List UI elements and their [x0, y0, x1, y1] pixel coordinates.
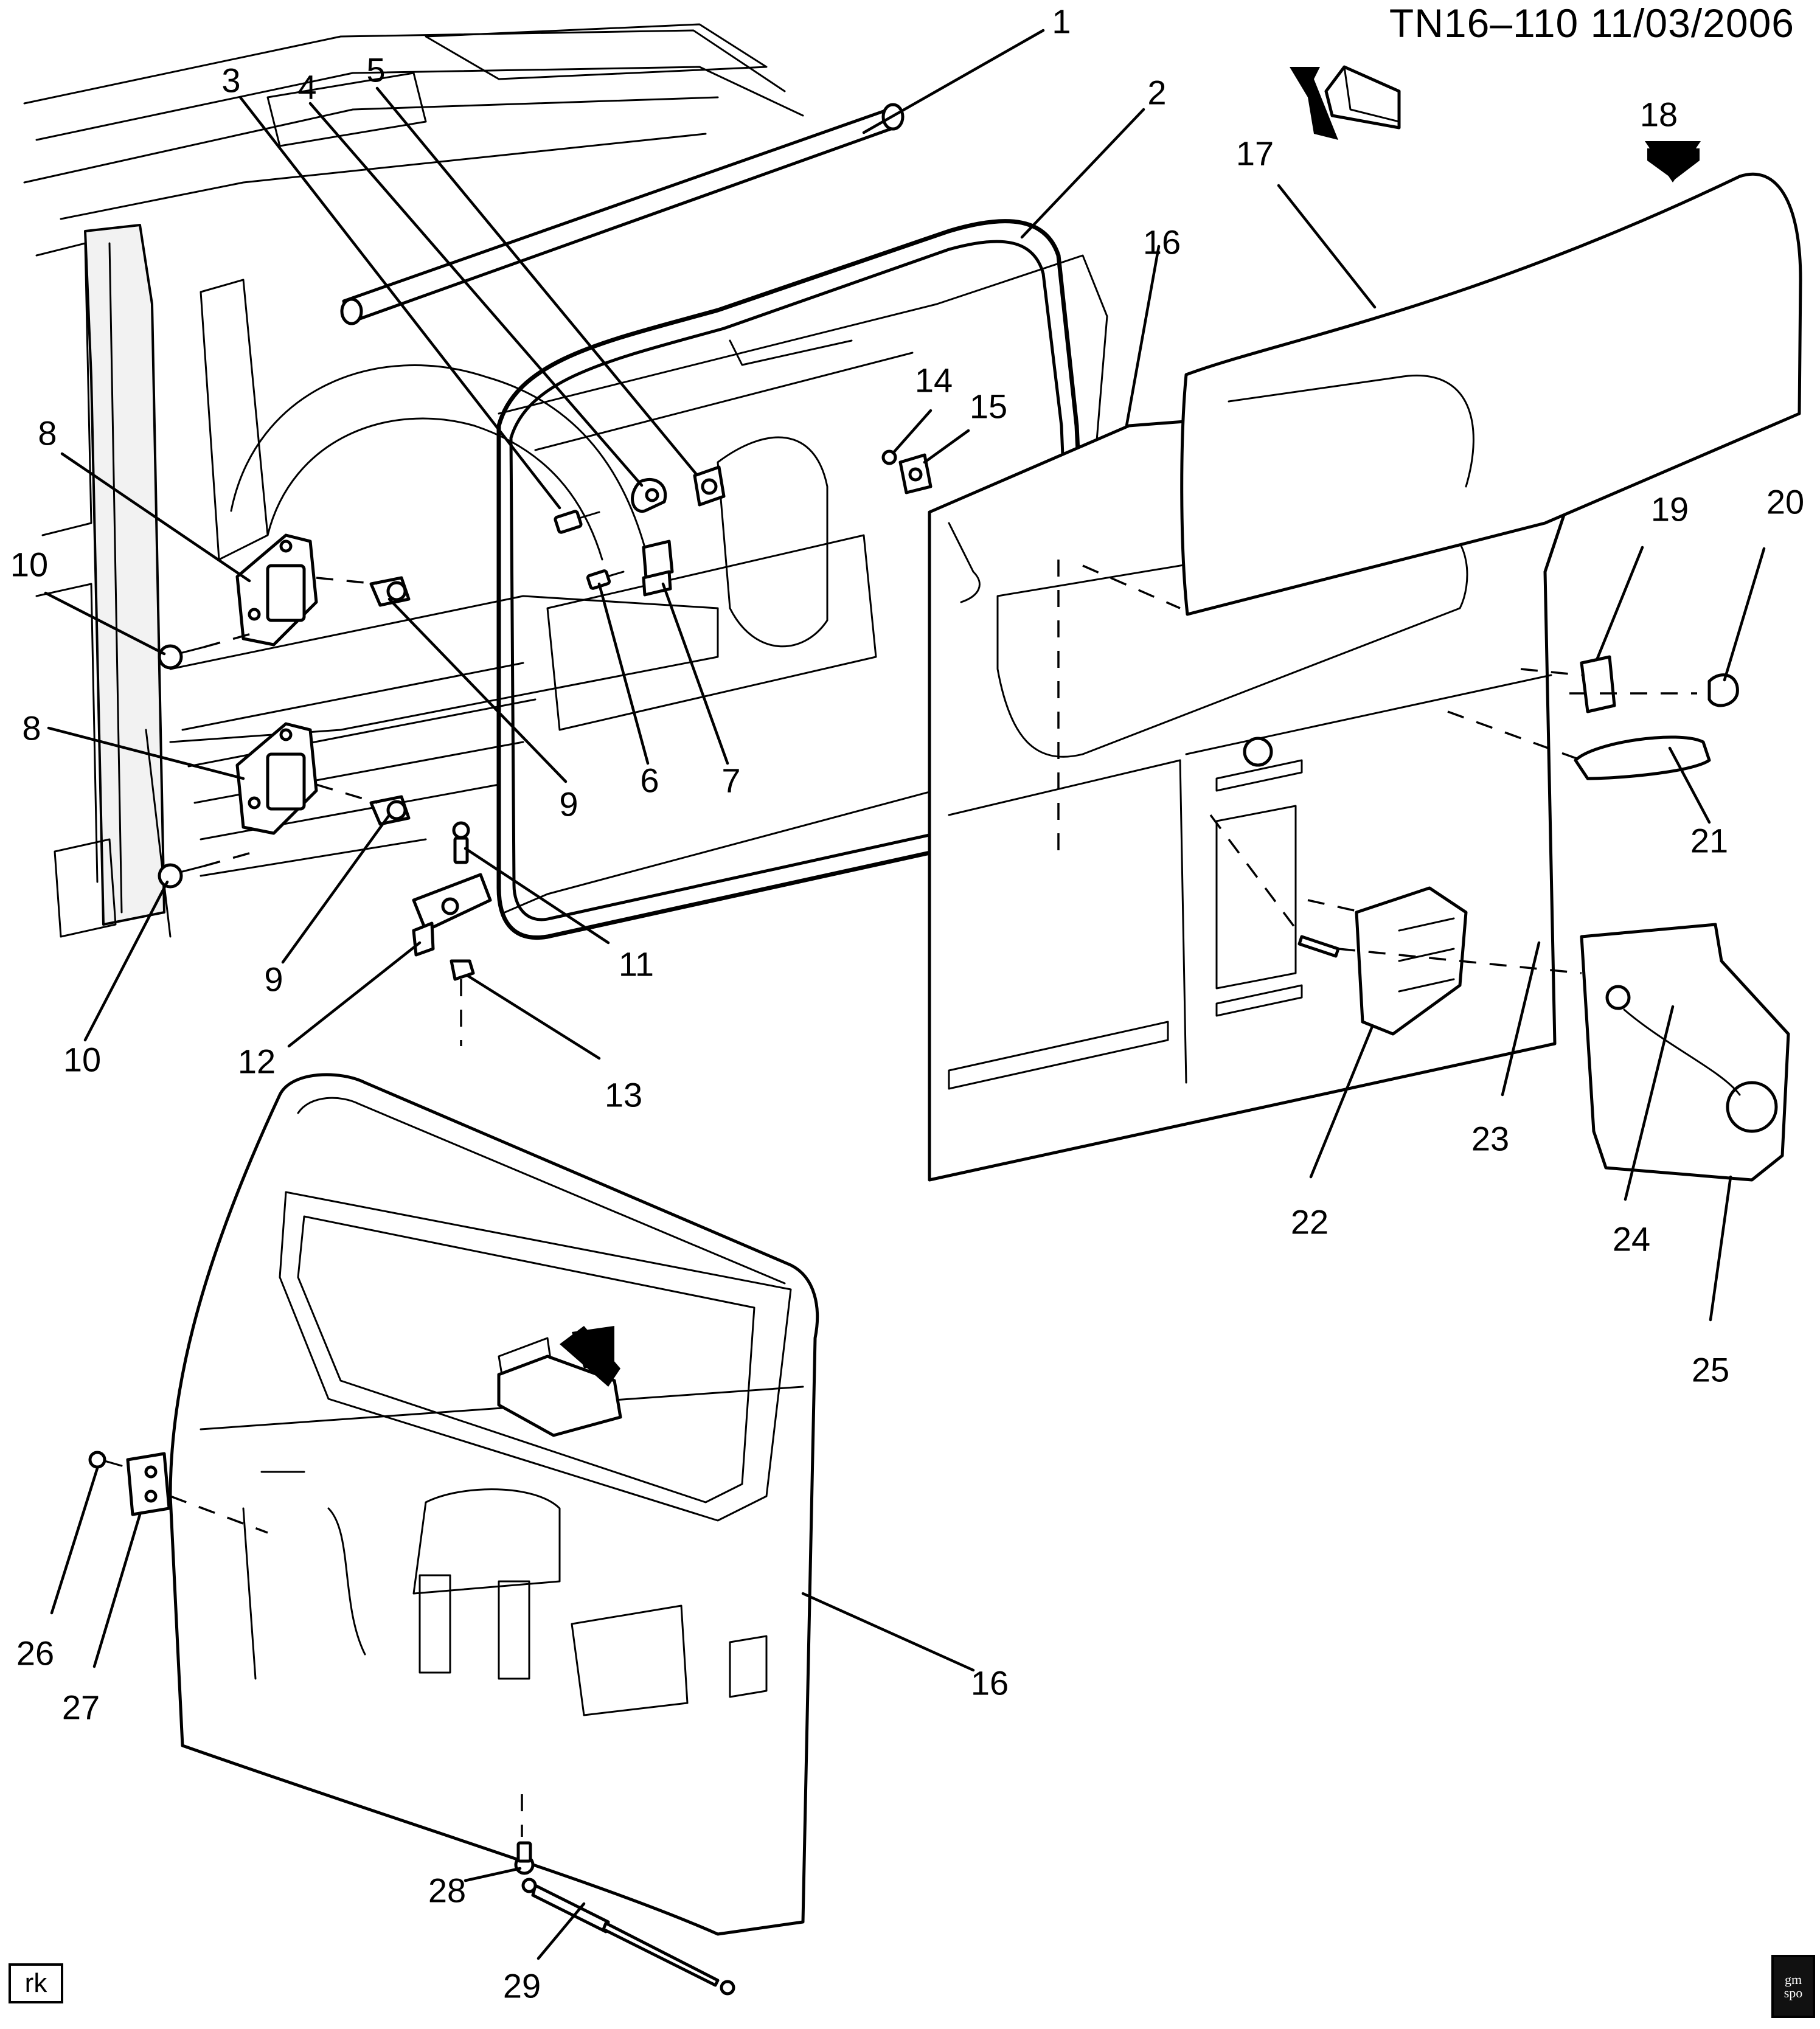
callout-22: 22	[1291, 1203, 1329, 1241]
callout-16-upper: 16	[1143, 223, 1181, 262]
callout-28: 28	[428, 1871, 466, 1910]
part-8-upper-hinge	[235, 533, 318, 647]
callout-8-lower: 8	[22, 709, 41, 747]
part-9-upper-bolt	[316, 576, 411, 607]
part-9-lower-bolt	[316, 783, 411, 826]
part-13-nut	[450, 959, 475, 1046]
part-15-clip	[898, 453, 933, 494]
part-23-stud	[1209, 814, 1340, 958]
part-21-outside-handle	[1447, 692, 1711, 780]
callout-19: 19	[1651, 490, 1689, 529]
callout-15: 15	[970, 387, 1007, 426]
leader-lines	[44, 29, 1766, 1960]
callout-9-lower: 9	[264, 960, 283, 999]
callout-23: 23	[1471, 1120, 1509, 1158]
callout-7: 7	[721, 761, 740, 800]
vehicle-body-interior	[23, 23, 1108, 938]
callout-29: 29	[503, 1967, 541, 2005]
part-16-door-inner	[168, 1073, 819, 1936]
part-17-window-glass	[1180, 172, 1802, 616]
part-8-lower-hinge	[235, 722, 318, 835]
part-25-spare-carrier	[1338, 923, 1790, 1182]
part-6-bolt	[586, 569, 625, 590]
part-3-bolt	[554, 510, 600, 534]
part-20-key-cylinder-cap	[1707, 673, 1739, 707]
part-12-check-bracket	[412, 873, 492, 957]
part-22-vent-grille	[1307, 886, 1468, 1036]
callout-labels: 1 2 3 4 5 6 7 8 8 9 9 10 10 11 12 13 14 …	[10, 2, 1804, 2005]
part-11-pin	[452, 821, 470, 864]
callout-3: 3	[221, 61, 240, 100]
part-27-door-hinge	[126, 1452, 268, 1534]
part-26-bolt	[88, 1451, 123, 1469]
gm-spo-logo: gm spo	[1771, 1955, 1815, 2018]
left-direction-arrow-icon	[1290, 65, 1401, 140]
callout-5: 5	[366, 51, 385, 89]
part-19-handle-gasket	[1520, 655, 1616, 713]
part-28-ball-stud	[514, 1794, 535, 1875]
callout-6: 6	[640, 761, 659, 800]
logo-line-1: gm	[1784, 1972, 1802, 1987]
callout-25: 25	[1692, 1351, 1729, 1389]
part-10-lower-bolt	[158, 850, 256, 889]
artist-initials-label: rk	[9, 1963, 63, 2003]
callout-17: 17	[1236, 134, 1274, 173]
callout-4: 4	[297, 68, 316, 106]
callout-8-upper: 8	[38, 414, 57, 453]
callout-14: 14	[915, 361, 953, 400]
logo-line-2: spo	[1784, 1985, 1803, 2000]
part-5-striker-plate	[693, 465, 726, 507]
part-4-striker	[631, 477, 667, 513]
callout-9-upper: 9	[559, 785, 578, 824]
callout-16-lower: 16	[971, 1664, 1009, 1702]
callout-27: 27	[62, 1688, 100, 1727]
callout-2: 2	[1147, 74, 1166, 112]
part-2-door-weatherstrip	[496, 219, 1097, 940]
drawing-id-label: TN16–110 11/03/2006	[1389, 1, 1794, 46]
callout-10-upper: 10	[10, 546, 48, 584]
callout-13: 13	[605, 1076, 642, 1114]
callout-12: 12	[238, 1042, 276, 1081]
callout-21: 21	[1690, 822, 1728, 860]
part-29-gas-strut	[521, 1878, 735, 1996]
callout-1: 1	[1052, 2, 1071, 41]
callout-24: 24	[1613, 1220, 1650, 1258]
callout-11: 11	[619, 945, 654, 983]
callout-26: 26	[16, 1634, 54, 1673]
front-direction-arrow-icon	[497, 1326, 622, 1437]
part-10-upper-bolt	[158, 631, 256, 670]
part-7-bumper	[642, 539, 674, 597]
part-1-roof-weatherstrip	[340, 103, 905, 325]
part-18-arrow-icon	[1645, 141, 1701, 182]
callout-18: 18	[1640, 95, 1678, 134]
callout-10-lower: 10	[63, 1041, 101, 1079]
callout-20: 20	[1766, 483, 1804, 521]
